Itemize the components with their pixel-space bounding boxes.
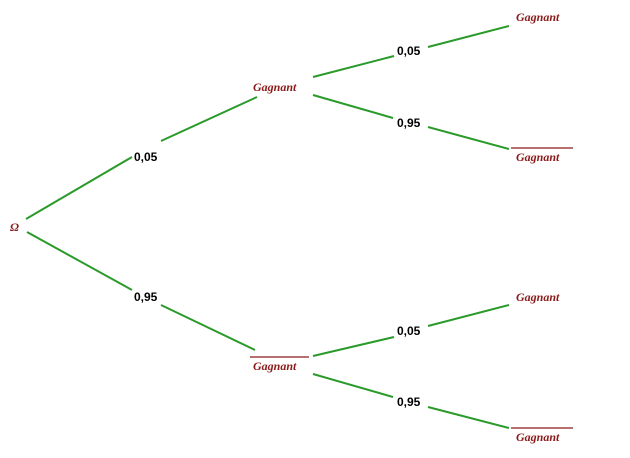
prob-label: 0,95 xyxy=(397,116,421,130)
prob-label: 0,05 xyxy=(134,150,158,164)
edge-not-gagnant-to-not-gagnant xyxy=(312,373,394,398)
prob-label: 0,95 xyxy=(397,395,421,409)
prob-label: 0,95 xyxy=(134,290,158,304)
edge-not-gagnant-to-not-gagnant xyxy=(427,406,510,429)
edge-root-to-not-gagnant xyxy=(26,231,133,291)
prob-label: 0,05 xyxy=(397,324,421,338)
edge-gagnant-to-not-gagnant xyxy=(312,94,394,119)
level2-node-not-gagnant: Gagnant xyxy=(516,150,560,164)
edge-gagnant-to-gagnant xyxy=(312,55,395,78)
prob-label: 0,05 xyxy=(397,44,421,58)
level1-node-gagnant: Gagnant xyxy=(253,80,297,94)
level2-node-gagnant: Gagnant xyxy=(516,10,560,24)
edge-gagnant-to-gagnant xyxy=(427,25,510,48)
root-node-label: Ω xyxy=(10,220,19,234)
edge-not-gagnant-to-gagnant xyxy=(427,304,510,327)
level1-node-not-gagnant: Gagnant xyxy=(253,359,297,373)
level2-node-gagnant: Gagnant xyxy=(516,290,560,304)
edge-not-gagnant-to-gagnant xyxy=(312,336,395,357)
edge-gagnant-to-not-gagnant xyxy=(427,126,510,150)
edge-root-to-not-gagnant xyxy=(160,304,256,351)
edge-root-to-gagnant xyxy=(160,96,258,142)
level2-node-not-gagnant: Gagnant xyxy=(516,430,560,444)
edge-root-to-gagnant xyxy=(25,156,133,220)
